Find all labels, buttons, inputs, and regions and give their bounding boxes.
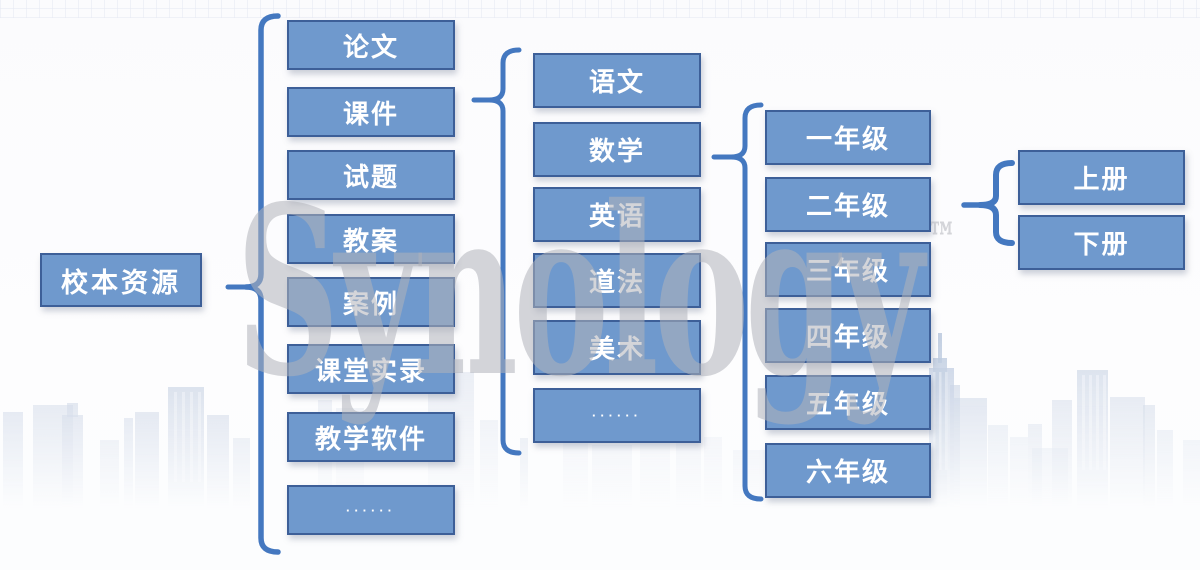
- brace-level-4: [977, 160, 1015, 246]
- tree-node: 论文: [287, 20, 455, 70]
- tree-node: 下册: [1018, 215, 1185, 270]
- tree-node: 一年级: [765, 110, 931, 165]
- brace-level-2: [486, 47, 522, 456]
- tree-node: 美术: [533, 320, 701, 375]
- tree-node-label: 一年级: [805, 124, 890, 154]
- tree-node-label: 美术: [588, 334, 645, 364]
- tree-node: 试题: [287, 150, 455, 200]
- tree-node: 课堂实录: [287, 344, 455, 394]
- tree-node-label: 论文: [342, 31, 399, 62]
- tree-node-label: 数学: [588, 136, 645, 166]
- root-node-label: 校本资源: [61, 267, 181, 298]
- tree-node-label: 五年级: [805, 389, 890, 419]
- tree-node: 六年级: [765, 443, 931, 498]
- tree-node: 教案: [287, 214, 455, 264]
- tree-node-label: 课堂实录: [314, 355, 427, 386]
- tree-node: 教学软件: [287, 412, 455, 462]
- tree-node-label: 教案: [342, 225, 399, 256]
- tree-node-label: 上册: [1073, 164, 1130, 194]
- tree-node-label: 三年级: [805, 256, 890, 286]
- tree-node-label: ······: [592, 408, 642, 423]
- tree-node-label: 下册: [1073, 229, 1130, 259]
- root-node: 校本资源: [40, 253, 202, 307]
- tree-node-label: 英语: [588, 201, 645, 231]
- top-grid-decoration: [0, 0, 1200, 18]
- tree-node: 案例: [287, 277, 455, 327]
- tree-node: 上册: [1018, 150, 1185, 205]
- tree-node: 三年级: [765, 242, 931, 297]
- tree-node-label: 语文: [588, 67, 645, 97]
- tree-node-label: ······: [346, 502, 396, 518]
- tree-node: 道法: [533, 253, 701, 308]
- tree-node: ······: [287, 485, 455, 535]
- tree-node: 英语: [533, 187, 701, 242]
- tree-node-label: 试题: [342, 161, 399, 192]
- tree-node-label: 二年级: [805, 191, 890, 221]
- tree-node: 五年级: [765, 375, 931, 430]
- tree-node-label: 四年级: [805, 322, 890, 352]
- tree-node: 语文: [533, 53, 701, 108]
- brace-level-1: [243, 13, 281, 555]
- tree-node-label: 道法: [588, 267, 645, 297]
- tree-node: 数学: [533, 122, 701, 177]
- tree-node: 课件: [287, 87, 455, 137]
- tree-node: ······: [533, 388, 701, 443]
- tree-node: 二年级: [765, 177, 931, 232]
- tree-node-label: 六年级: [805, 457, 890, 487]
- tree-node-label: 课件: [342, 98, 399, 129]
- tree-node-label: 案例: [342, 288, 399, 319]
- brace-level-3: [728, 102, 764, 502]
- tree-node: 四年级: [765, 308, 931, 363]
- tree-node-label: 教学软件: [314, 423, 427, 454]
